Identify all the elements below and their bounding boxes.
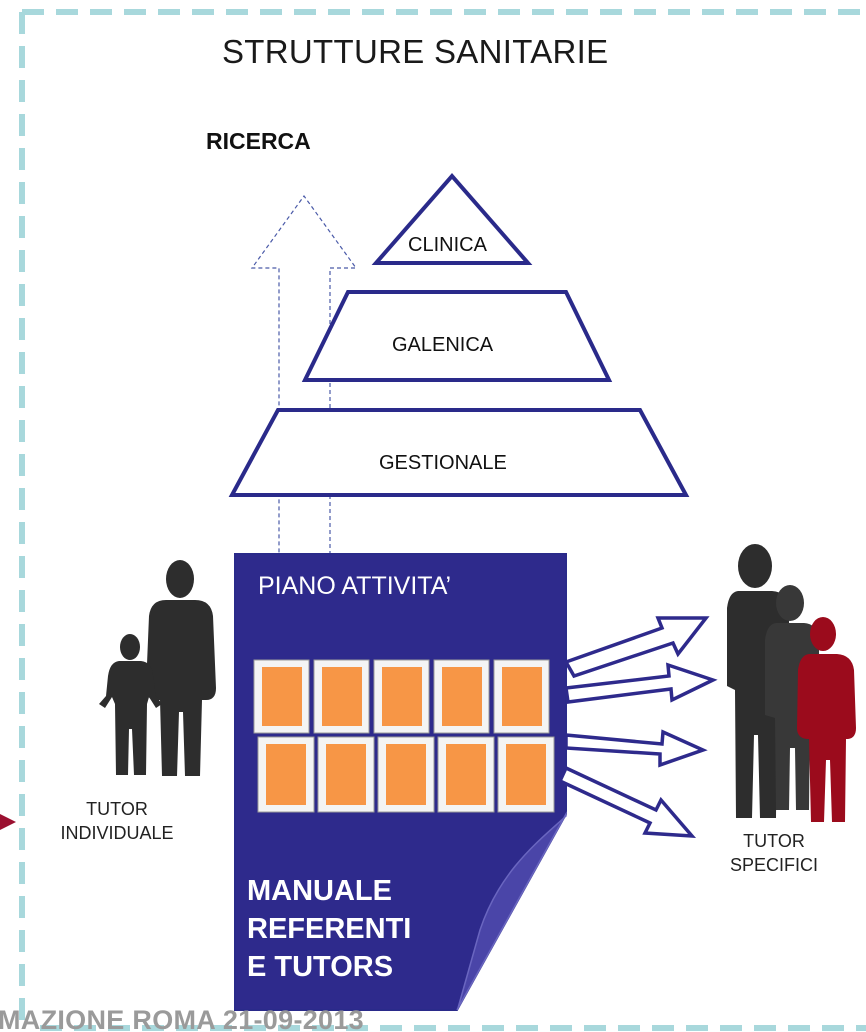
arrow-3 — [564, 729, 708, 768]
activity-cards — [253, 659, 555, 813]
left-edge-arrowhead — [0, 814, 16, 830]
tutor-individuale-label: TUTOR INDIVIDUALE — [33, 797, 201, 845]
document-footer-line: REFERENTI — [247, 913, 412, 945]
activity-card-fill — [386, 744, 426, 805]
document-footer-line: MANUALE — [247, 875, 392, 907]
document-footer-label: MANUALE REFERENTI E TUTORS — [247, 872, 467, 986]
page-title: STRUTTURE SANITARIE — [222, 33, 609, 70]
activity-card-fill — [266, 744, 306, 805]
activity-card-fill — [442, 667, 482, 726]
child-person-icon — [99, 634, 162, 775]
tutor-individuale-line: TUTOR — [86, 799, 148, 819]
adult-person-icon — [146, 560, 216, 776]
card-row-1 — [253, 659, 550, 734]
document-fold — [456, 811, 567, 1011]
distribution-arrows — [557, 616, 718, 839]
activity-card-fill — [382, 667, 422, 726]
activity-card-fill — [262, 667, 302, 726]
slide-footer-text: MAZIONE ROMA 21-09-2013 — [0, 1005, 364, 1032]
activity-card-fill — [502, 667, 542, 726]
pyramid-top-tier — [371, 172, 533, 265]
front-red-person-icon — [797, 617, 856, 822]
dashed-frame — [19, 9, 866, 1032]
activity-card-fill — [446, 744, 486, 805]
tutor-specifici-line: TUTOR — [743, 831, 805, 851]
pyramid-bottom-tier — [228, 408, 690, 497]
tutor-specifici-line: SPECIFICI — [729, 855, 818, 875]
arrow-2 — [564, 662, 718, 704]
arrow-1 — [563, 616, 710, 679]
card-row-2 — [257, 736, 555, 813]
research-arrow — [250, 194, 358, 561]
activity-card-fill — [322, 667, 362, 726]
pyramid-bottom-label: GESTIONALE — [379, 452, 507, 474]
pyramid-top-label: CLINICA — [408, 234, 487, 256]
document-footer-line: E TUTORS — [247, 951, 394, 983]
ricerca-label: RICERCA — [206, 128, 311, 154]
pyramid-middle-tier — [301, 290, 613, 382]
tutor-specifici-label: TUTOR SPECIFICI — [722, 829, 826, 877]
activity-card-fill — [506, 744, 546, 805]
pyramid-middle-label: GALENICA — [392, 334, 494, 356]
specific-tutors-group-icon — [727, 544, 856, 822]
arrow-4 — [557, 765, 697, 839]
tutor-individuale-line: INDIVIDUALE — [60, 823, 174, 843]
document-header-label: PIANO ATTIVITA’ — [258, 572, 452, 600]
activity-card-fill — [326, 744, 366, 805]
